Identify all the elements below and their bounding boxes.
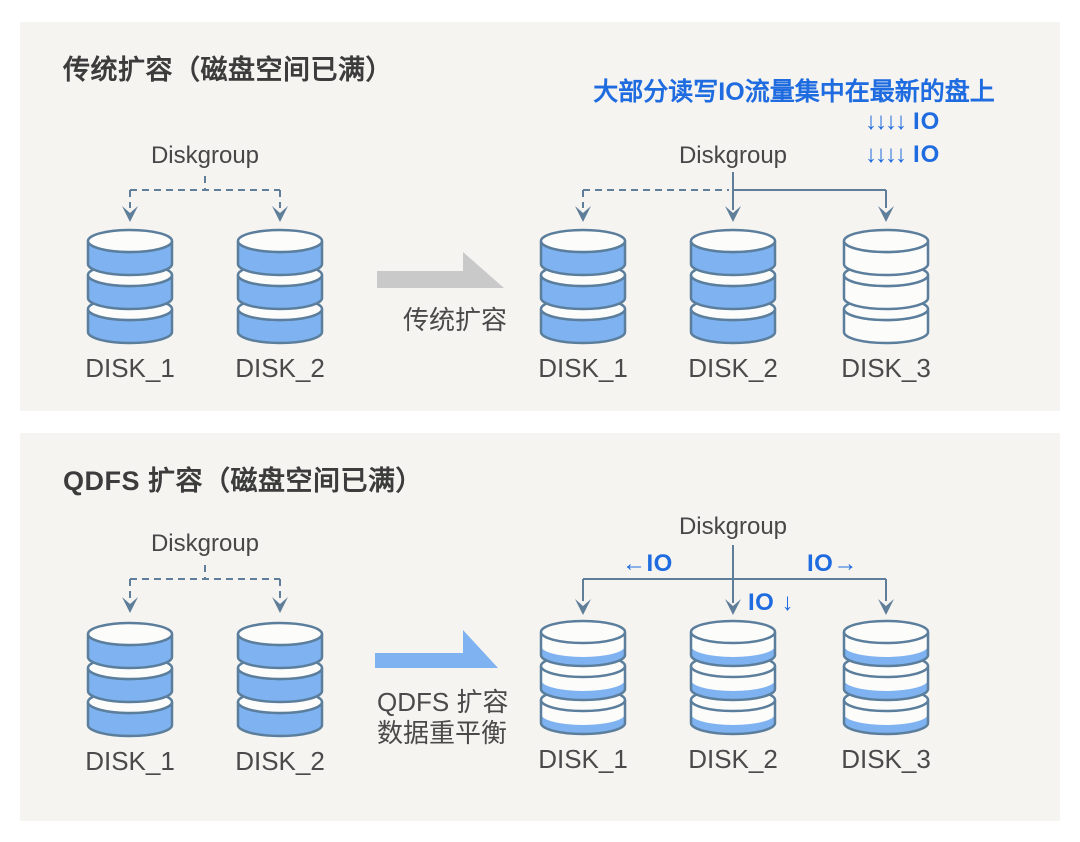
diskgroup-label: Diskgroup [150,142,260,169]
database-cylinder-icon-rebalanced [840,619,932,737]
panel-title: QDFS 扩容（磁盘空间已满） [63,466,424,496]
io-flow-row: ↓↓↓↓IO [865,108,1025,136]
database-cylinder-icon [687,228,779,346]
transition-label-line2: 数据重平衡 [377,718,508,748]
disk-label: DISK_1 [538,744,628,774]
disk-label: DISK_3 [841,744,931,774]
database-cylinder-icon [537,228,629,346]
io-right-tag: IO→ [807,550,858,577]
disk-label: DISK_2 [688,744,778,774]
database-cylinder-icon [84,621,176,739]
database-cylinder-icon-rebalanced [537,619,629,737]
transition-label: 传统扩容 [402,305,507,335]
diskgroup-label: Diskgroup [150,530,260,557]
io-label: IO [913,141,941,168]
disk-label: DISK_1 [538,353,628,383]
transition-label: QDFS 扩容 数据重平衡 [377,687,508,749]
disk-label: DISK_1 [85,353,175,383]
database-cylinder-icon [234,228,326,346]
database-cylinder-icon-empty [840,228,932,346]
disk-label: DISK_2 [235,746,325,776]
left-arrow-icon: ← [622,550,647,577]
diskgroup-label: Diskgroup [678,142,788,169]
down-arrows-icon: ↓↓↓↓ [865,141,907,168]
io-label: IO [913,108,941,135]
io-down-tag: IO ↓ [748,589,795,616]
panel-qdfs-expansion: QDFS 扩容（磁盘空间已满） QDFS [20,433,1060,821]
down-arrows-icon: ↓↓↓↓ [865,108,907,135]
transition-label-line1: QDFS 扩容 [377,687,509,717]
panel-traditional-expansion: 传统扩容（磁盘空间已满） 传统扩容 [20,22,1060,411]
down-arrow-icon: ↓ [781,589,795,616]
database-cylinder-icon [234,621,326,739]
database-cylinder-icon-rebalanced [687,619,779,737]
disk-label: DISK_2 [235,353,325,383]
disk-label: DISK_1 [85,746,175,776]
database-cylinder-icon [84,228,176,346]
io-flow-row: ↓↓↓↓IO [865,141,1025,169]
disk-label: DISK_3 [841,353,931,383]
disk-label: DISK_2 [688,353,778,383]
right-arrow-icon: → [833,550,858,577]
panel-title: 传统扩容（磁盘空间已满） [63,55,393,85]
io-left-tag: ←IO [622,550,673,577]
io-hotspot-annotation: 大部分读写IO流量集中在最新的盘上 [593,78,995,106]
diskgroup-label: Diskgroup [678,513,788,540]
